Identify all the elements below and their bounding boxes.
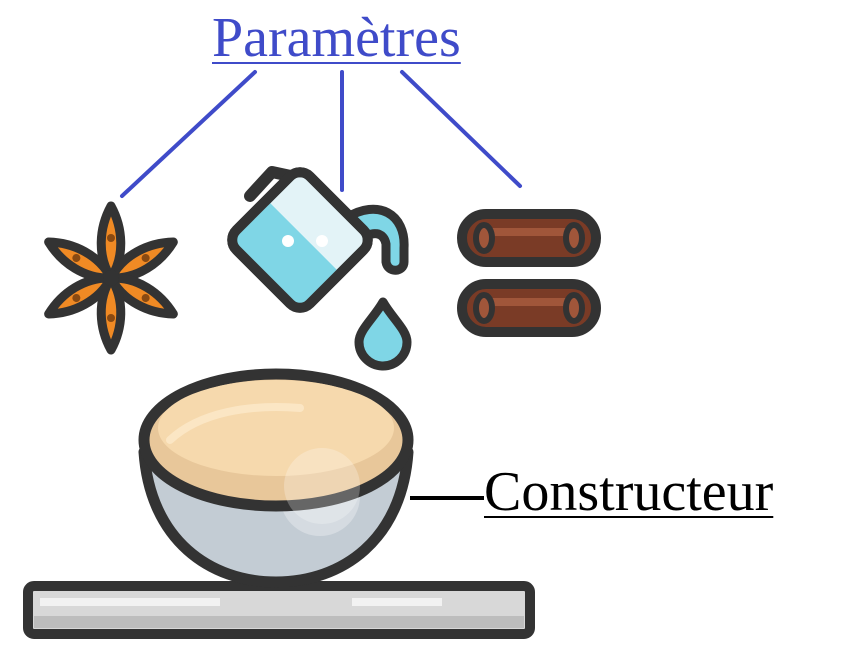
parameters-connectors [120,70,522,198]
connector-to-star-anise [120,70,257,198]
mixing-bowl-icon [138,368,414,588]
constructor-label: Constructeur [484,461,774,523]
star-anise-icon [44,201,178,355]
connector-to-cinnamon [400,70,522,188]
parameters-label: Paramètres [212,7,461,69]
water-pitcher-icon [227,166,412,371]
kitchen-counter-icon [23,581,535,639]
cinnamon-sticks-icon [457,209,601,337]
